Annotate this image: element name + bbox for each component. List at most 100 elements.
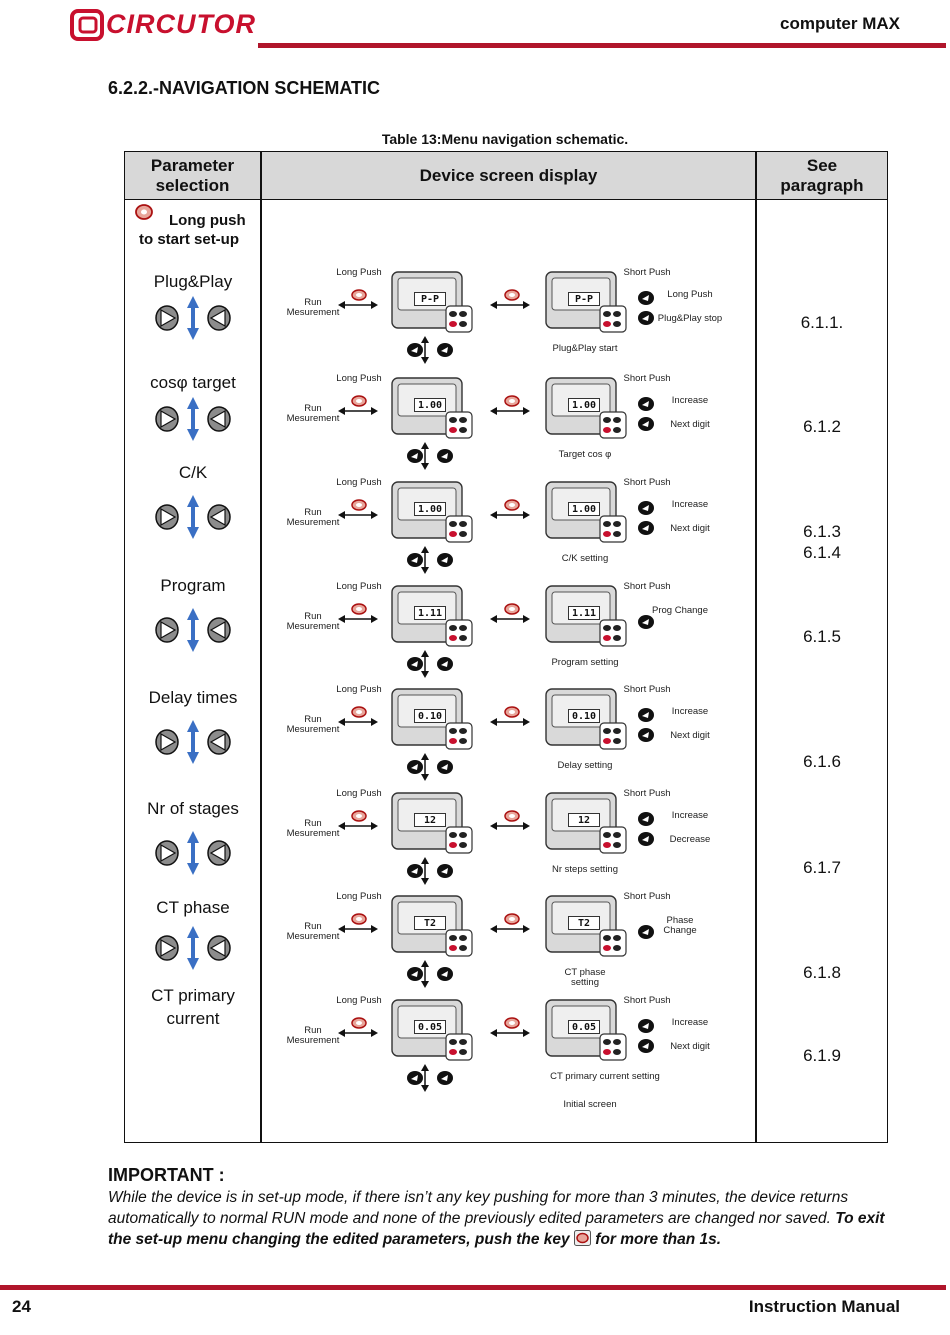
param-ct-primary-current: CT primary current	[151, 986, 235, 1028]
start-line-2: to start set-up	[139, 231, 240, 248]
black-key-icon	[437, 657, 453, 671]
header-device-screen-display: Device screen display	[419, 166, 598, 185]
black-key-icon	[437, 449, 453, 463]
param-cos-target: cosφ target	[150, 373, 236, 392]
black-key-icon	[407, 343, 423, 357]
run-measurement-label: Run Mesurement	[286, 507, 340, 528]
double-arrow	[490, 1029, 530, 1037]
long-push-label: Long Push	[336, 995, 382, 1006]
setup-key-icon	[135, 204, 153, 220]
action-label: Decrease	[669, 834, 711, 845]
table-header-row	[125, 152, 887, 200]
action-label: Next digit	[670, 523, 710, 534]
vertical-arrow	[421, 1064, 429, 1092]
double-arrow	[338, 718, 378, 726]
navigation-keys-icon	[155, 607, 231, 653]
vertical-arrow	[421, 857, 429, 885]
action-label: Next digit	[670, 730, 710, 741]
device-screen-value: P-P	[414, 292, 446, 306]
ref-6-1-9: 6.1.9	[803, 1046, 841, 1065]
black-key-icon	[437, 864, 453, 878]
action-label: Next digit	[670, 419, 710, 430]
navigation-keys-icon	[155, 396, 231, 442]
action-label: Phase Change	[663, 915, 697, 936]
action-label: Long Push	[667, 289, 713, 300]
long-push-label: Long Push	[336, 267, 382, 278]
header-see-paragraph: See paragraph	[780, 156, 864, 195]
short-push-label: Short Push	[623, 267, 671, 278]
footer-title: Instruction Manual	[748, 1297, 900, 1316]
double-arrow	[338, 511, 378, 519]
important-text-1: While the device is in set-up mode, if t…	[108, 1189, 849, 1227]
run-measurement-label: Run Mesurement	[286, 714, 340, 735]
long-push-label: Long Push	[336, 477, 382, 488]
long-push-label: Long Push	[336, 891, 382, 902]
setting-label: CT primary current setting	[550, 1071, 660, 1082]
black-key-icon	[638, 615, 654, 629]
device-screen-value: 1.00	[568, 398, 600, 412]
action-label: Prog Change	[652, 605, 708, 616]
double-arrow	[338, 925, 378, 933]
double-arrow	[338, 822, 378, 830]
black-key-icon	[407, 1071, 423, 1085]
important-title: IMPORTANT :	[108, 1165, 225, 1185]
navigation-keys-icon	[155, 830, 231, 876]
run-measurement-label: Run Mesurement	[286, 297, 340, 318]
black-key-icon	[437, 343, 453, 357]
device-screen-value: T2	[568, 916, 600, 930]
circutor-logo-icon	[70, 9, 104, 41]
short-push-label: Short Push	[623, 995, 671, 1006]
run-measurement-label: Run Mesurement	[286, 818, 340, 839]
black-key-icon	[437, 553, 453, 567]
important-text-2: To exit the set-up menu changing the edi…	[108, 1210, 885, 1248]
device-screen-value: P-P	[568, 292, 600, 306]
long-push-label: Long Push	[336, 373, 382, 384]
double-arrow	[338, 615, 378, 623]
table-caption: Table 13:Menu navigation schematic.	[381, 131, 629, 147]
param-delay-times: Delay times	[148, 688, 238, 707]
vertical-arrow	[421, 650, 429, 678]
device-screen-value: 0.05	[414, 1020, 446, 1034]
vertical-arrow	[421, 442, 429, 470]
navigation-keys-icon	[155, 719, 231, 765]
param-ct-phase: CT phase	[156, 898, 230, 917]
black-key-icon	[437, 760, 453, 774]
action-label: Increase	[671, 1017, 709, 1028]
ref-6-1-8: 6.1.8	[803, 963, 841, 982]
ref-6-1-1: 6.1.1.	[800, 313, 844, 332]
important-text-3: for more than 1s.	[595, 1231, 722, 1248]
device-screen-value: 1.00	[414, 398, 446, 412]
black-key-icon	[407, 967, 423, 981]
double-arrow	[338, 1029, 378, 1037]
setting-label: Nr steps setting	[552, 864, 618, 875]
param-ck: C/K	[178, 463, 208, 482]
brand-logo: CIRCUTOR	[70, 8, 255, 44]
device-screen-value: 12	[568, 813, 600, 827]
double-arrow	[338, 301, 378, 309]
black-key-icon	[407, 864, 423, 878]
vertical-arrow	[421, 336, 429, 364]
ref-6-1-7: 6.1.7	[803, 858, 841, 877]
long-push-label: Long Push	[336, 684, 382, 695]
brand-name: CIRCUTOR	[106, 9, 257, 39]
start-line-1: Long push	[169, 212, 246, 229]
navigation-keys-icon	[155, 295, 231, 341]
setting-label: C/K setting	[561, 553, 609, 564]
setting-label: Program setting	[551, 657, 619, 668]
vertical-arrow	[421, 960, 429, 988]
double-arrow	[490, 407, 530, 415]
navigation-keys-icon	[155, 925, 231, 971]
short-push-label: Short Push	[623, 581, 671, 592]
column-divider	[755, 152, 757, 1142]
long-push-label: Long Push	[336, 581, 382, 592]
vertical-arrow	[421, 753, 429, 781]
short-push-label: Short Push	[623, 788, 671, 799]
device-screen-value: 1.00	[414, 502, 446, 516]
black-key-icon	[407, 657, 423, 671]
ref-6-1-6: 6.1.6	[803, 752, 841, 771]
double-arrow	[490, 615, 530, 623]
double-arrow	[490, 511, 530, 519]
double-arrow	[338, 407, 378, 415]
run-measurement-label: Run Mesurement	[286, 921, 340, 942]
